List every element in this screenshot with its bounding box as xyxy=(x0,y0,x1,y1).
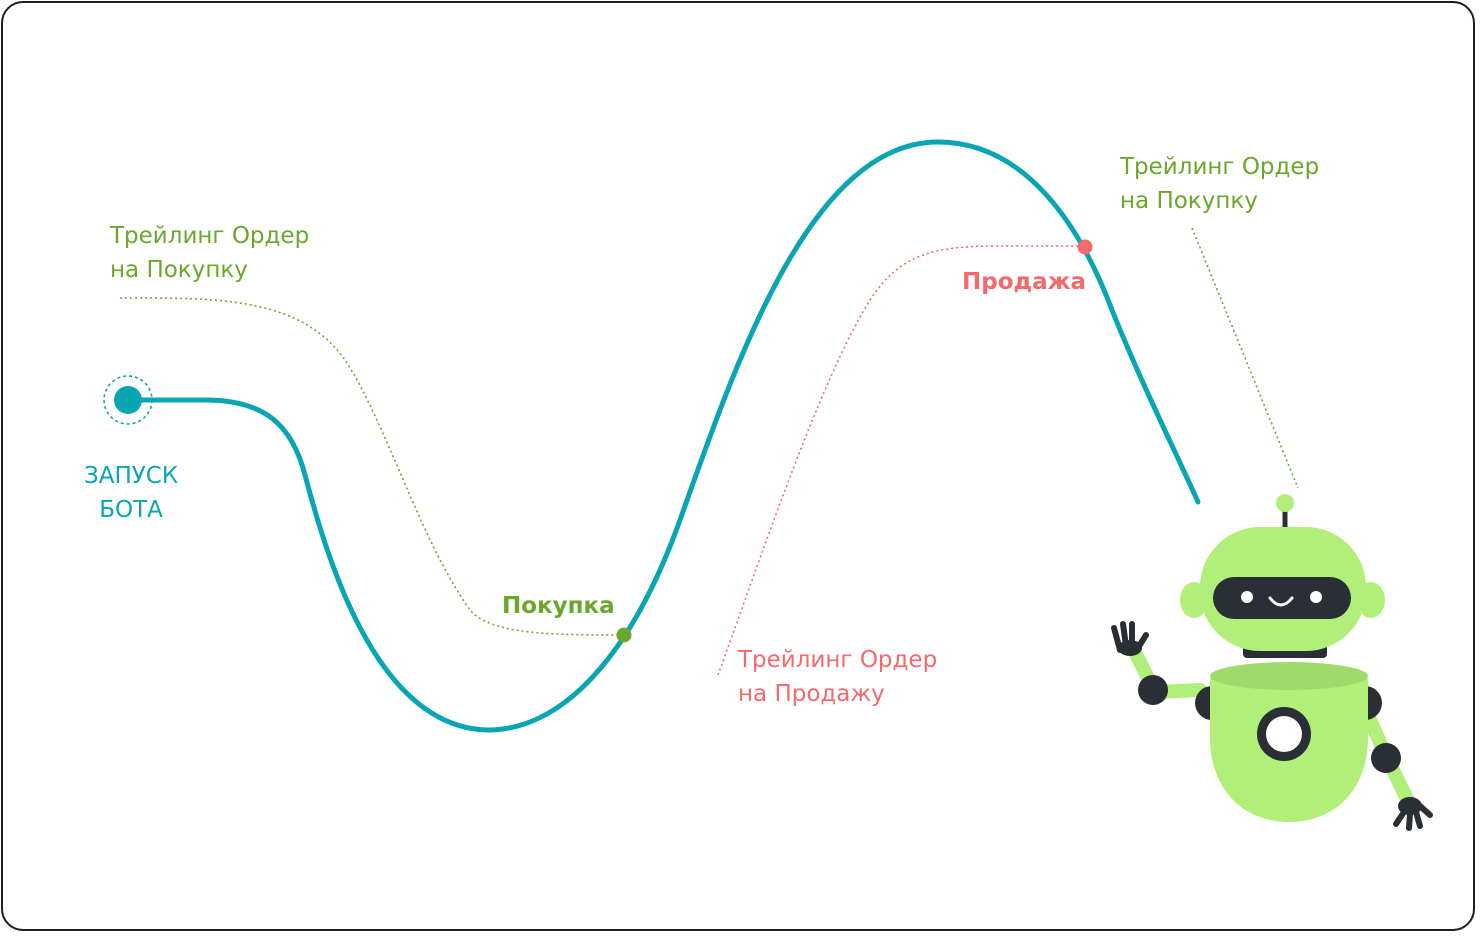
sell-label: Продажа xyxy=(962,269,1087,295)
trailing-buy-label-right: Трейлинг Ордер на Покупку xyxy=(1120,154,1320,214)
trailing-buy-guide-left xyxy=(119,297,621,636)
buy-label: Покупка xyxy=(502,593,615,619)
sell-point xyxy=(1077,239,1093,255)
start-label: ЗАПУСК БОТА xyxy=(84,463,179,523)
trailing-sell-guide xyxy=(717,245,1085,676)
trailing-sell-label: Трейлинг Ордер на Продажу xyxy=(738,647,938,707)
robot-icon xyxy=(1111,494,1433,831)
price-curve xyxy=(125,139,1201,733)
buy-point xyxy=(616,627,632,643)
start-marker-icon xyxy=(103,375,153,425)
trailing-buy-label-left: Трейлинг Ордер на Покупку xyxy=(110,223,310,283)
trailing-buy-guide-right xyxy=(1191,227,1299,489)
